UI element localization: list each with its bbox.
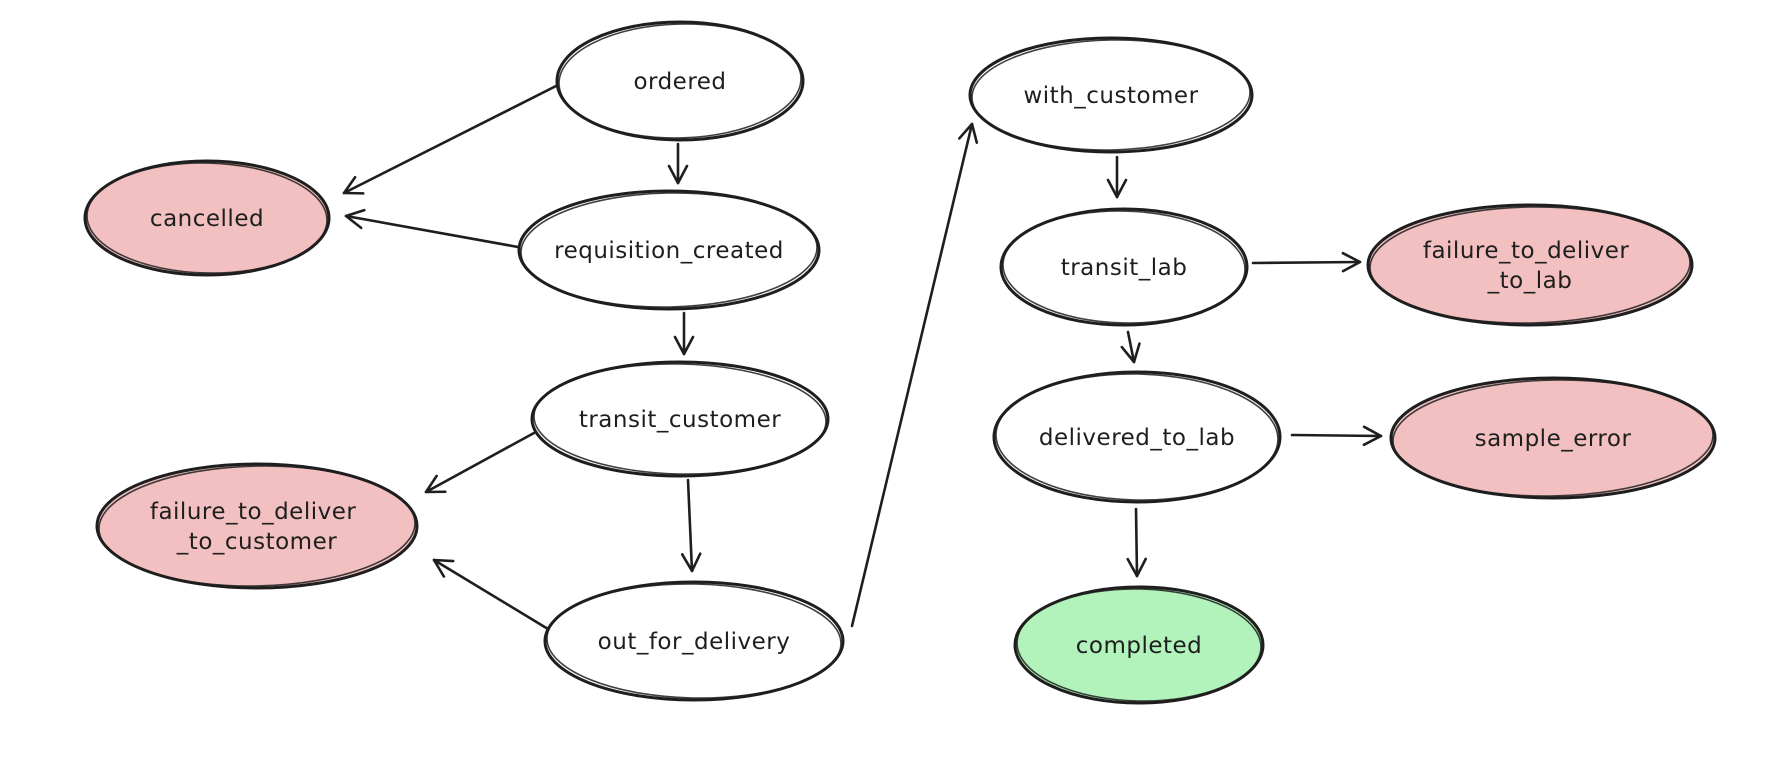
edge-transit-customer-to-out-for-delivery[interactable] (680, 478, 702, 573)
node-completed-shape[interactable] (1013, 585, 1265, 705)
node-failure-to-deliver-to-customer-sketch (98, 465, 416, 587)
node-delivered-to-lab-sketch (995, 373, 1279, 501)
node-delivered-to-lab[interactable]: delivered_to_lab (992, 370, 1282, 504)
node-cancelled-sketch (86, 162, 328, 274)
node-ordered[interactable]: ordered (555, 20, 805, 142)
node-cancelled-shape[interactable] (83, 159, 331, 277)
node-out-for-delivery-sketch (546, 583, 842, 699)
node-transit-customer-shape[interactable] (530, 360, 830, 478)
node-sample-error-label: sample_error (1475, 426, 1632, 452)
node-sample-error[interactable]: sample_error (1389, 376, 1717, 500)
edge-delivered-to-lab-to-completed[interactable] (1126, 507, 1148, 578)
node-transit-lab-label: transit_lab (1061, 255, 1188, 281)
edges (342, 82, 1383, 631)
node-failure-to-deliver-to-lab-shape[interactable] (1366, 203, 1694, 327)
node-with-customer[interactable]: with_customer (968, 36, 1254, 154)
node-transit-lab-sketch (1002, 210, 1246, 324)
node-with-customer-shape[interactable] (968, 36, 1254, 154)
node-sample-error-shape[interactable] (1389, 376, 1717, 500)
node-with-customer-label: with_customer (1023, 83, 1198, 109)
node-completed-sketch (1016, 588, 1262, 702)
node-transit-customer-label: transit_customer (579, 407, 781, 433)
node-completed-label: completed (1076, 633, 1203, 659)
node-ordered-sketch (558, 23, 802, 139)
edge-transit-lab-to-failure-to-deliver-to-lab[interactable] (1251, 251, 1362, 273)
edge-out-for-delivery-to-failure-to-deliver-to-customer[interactable] (432, 558, 550, 631)
node-requisition-created-shape[interactable] (517, 189, 821, 311)
node-transit-customer[interactable]: transit_customer (530, 360, 830, 478)
edge-requisition-created-to-cancelled[interactable] (344, 208, 520, 249)
node-failure-to-deliver-to-lab-label: failure_to_deliver _to_lab (1423, 238, 1637, 294)
edge-out-for-delivery-to-with-customer[interactable] (850, 122, 979, 628)
node-failure-to-deliver-to-lab[interactable]: failure_to_deliver _to_lab (1366, 203, 1694, 327)
node-out-for-delivery[interactable]: out_for_delivery (543, 580, 845, 702)
node-with-customer-sketch (971, 39, 1251, 151)
node-delivered-to-lab-shape[interactable] (992, 370, 1282, 504)
node-completed[interactable]: completed (1013, 585, 1265, 705)
node-transit-customer-sketch (533, 363, 827, 475)
edge-transit-customer-to-failure-to-deliver-to-customer[interactable] (424, 431, 536, 494)
node-out-for-delivery-label: out_for_delivery (598, 629, 791, 655)
edge-ordered-to-cancelled[interactable] (342, 82, 562, 195)
node-failure-to-deliver-to-customer[interactable]: failure_to_deliver _to_customer (95, 462, 419, 590)
node-failure-to-deliver-to-customer-label: failure_to_deliver _to_customer (150, 499, 364, 555)
node-delivered-to-lab-label: delivered_to_lab (1039, 425, 1235, 451)
node-ordered-shape[interactable] (555, 20, 805, 142)
node-requisition-created[interactable]: requisition_created (517, 189, 821, 311)
node-cancelled-label: cancelled (150, 206, 264, 232)
node-sample-error-sketch (1392, 379, 1714, 497)
edge-delivered-to-lab-to-sample-error[interactable] (1290, 425, 1383, 447)
node-transit-lab-shape[interactable] (999, 207, 1249, 327)
node-failure-to-deliver-to-lab-sketch (1369, 206, 1691, 324)
node-cancelled[interactable]: cancelled (83, 159, 331, 277)
node-ordered-label: ordered (633, 69, 726, 95)
nodes: ordered cancelled requisition_created tr… (83, 20, 1717, 705)
node-requisition-created-sketch (520, 192, 818, 308)
node-transit-lab[interactable]: transit_lab (999, 207, 1249, 327)
node-requisition-created-label: requisition_created (554, 238, 784, 264)
edge-transit-lab-to-delivered-to-lab[interactable] (1120, 330, 1141, 364)
node-out-for-delivery-shape[interactable] (543, 580, 845, 702)
node-failure-to-deliver-to-customer-shape[interactable] (95, 462, 419, 590)
